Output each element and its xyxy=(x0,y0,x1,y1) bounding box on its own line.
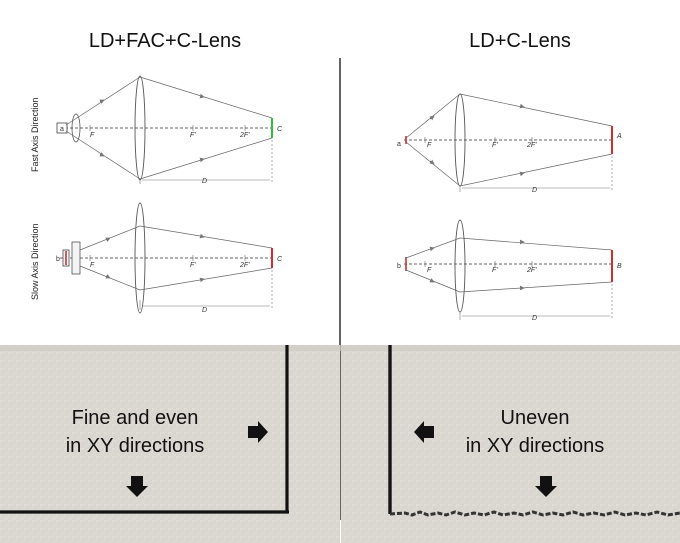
diagram-right-slow: b F F' 2F' B D xyxy=(397,219,622,322)
label-a-small: a xyxy=(397,141,401,148)
label-d: D xyxy=(202,307,207,314)
label-c: C xyxy=(277,256,283,263)
label-f-prime: F' xyxy=(190,262,196,269)
arrow-down-icon-right xyxy=(535,476,557,497)
diagram-left-fast: a F F' 2F' C D xyxy=(56,75,283,185)
label-2f-prime: 2F' xyxy=(526,142,537,149)
caption-right-line2: in XY directions xyxy=(465,435,605,457)
label-2f-prime: 2F' xyxy=(239,132,250,139)
label-a: A xyxy=(616,133,622,140)
label-b-small: b xyxy=(56,256,60,263)
label-2f-prime: 2F' xyxy=(239,262,250,269)
label-d: D xyxy=(532,187,537,194)
slow-axis-label: Slow Axis Direction xyxy=(30,223,40,300)
label-b-small: b xyxy=(397,263,401,270)
photo-right xyxy=(341,345,680,543)
label-f-prime: F' xyxy=(492,142,498,149)
label-b: B xyxy=(617,263,622,270)
label-f: F xyxy=(90,262,95,269)
caption-left-line1: Fine and even xyxy=(71,407,199,429)
fast-axis-label: Fast Axis Direction xyxy=(30,97,40,172)
title-ld-c-lens: LD+C-Lens xyxy=(469,30,571,52)
label-c: C xyxy=(277,126,283,133)
label-f-prime: F' xyxy=(492,267,498,274)
label-d: D xyxy=(532,315,537,322)
caption-right-line1: Uneven xyxy=(500,407,570,429)
arrow-right-icon xyxy=(248,421,268,443)
label-a-small: a xyxy=(60,126,64,133)
label-d: D xyxy=(202,178,207,185)
label-f: F xyxy=(427,267,432,274)
arrow-left-icon xyxy=(414,421,434,443)
caption-left: Fine and even in XY directions xyxy=(40,404,230,460)
label-2f-prime: 2F' xyxy=(526,267,537,274)
engraved-line-right-horizontal xyxy=(389,510,680,517)
photo-strip xyxy=(0,345,680,543)
photo-left xyxy=(0,345,340,543)
title-ld-fac-c-lens: LD+FAC+C-Lens xyxy=(88,30,242,52)
diagram-right-fast: a F F' 2F' A D xyxy=(397,93,622,194)
arrow-down-icon-left xyxy=(126,476,148,497)
caption-right: Uneven in XY directions xyxy=(440,404,630,460)
caption-left-line2: in XY directions xyxy=(65,435,205,457)
diagram-left-slow: b F F' 2F' C D xyxy=(56,202,283,314)
label-f-prime: F' xyxy=(190,132,196,139)
label-f: F xyxy=(427,142,432,149)
label-f: F xyxy=(90,132,95,139)
